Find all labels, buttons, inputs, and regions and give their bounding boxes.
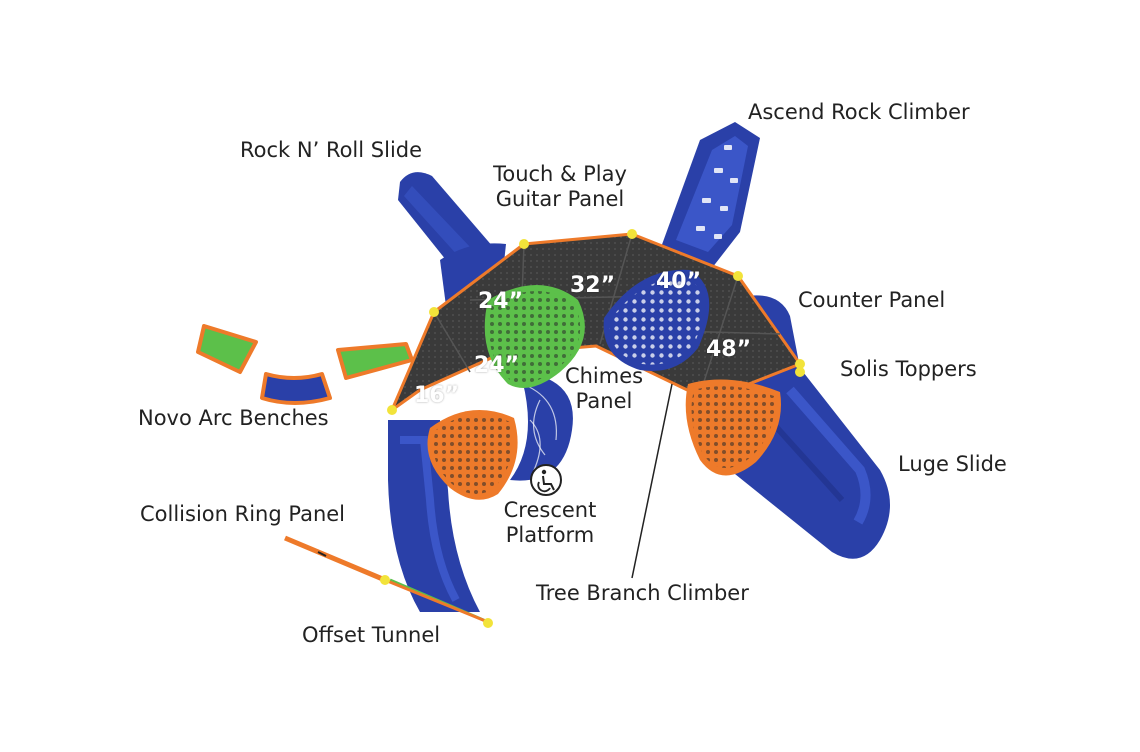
collision-ring-panel [284,535,493,628]
label-luge-slide: Luge Slide [898,452,1007,476]
label-chimes-panel-line2: Panel [575,389,633,413]
label-guitar-panel-line2: Guitar Panel [495,187,625,211]
wheelchair-accessible-icon [530,464,562,496]
orange-climber-panel-left [427,410,518,500]
blue-climber-panel [603,269,710,372]
label-rock-n-roll-slide: Rock N’ Roll Slide [240,138,423,162]
solis-topper-marker [795,367,805,377]
label-chimes-panel-line1: Chimes [564,364,644,388]
orange-climber-panel-right [685,379,781,476]
label-collision-ring-panel: Collision Ring Panel [140,502,346,526]
green-climber-panel [484,285,585,388]
deck-height-24-lower: 24” [474,353,520,378]
label-offset-tunnel: Offset Tunnel [302,623,441,647]
label-crescent-platform-line2: Platform [505,523,595,547]
label-crescent-platform-line1: Crescent [503,498,597,522]
label-counter-panel: Counter Panel [798,288,946,312]
label-tree-branch-climber: Tree Branch Climber [536,581,749,605]
label-solis-toppers: Solis Toppers [840,357,977,381]
deck-height-16: 16” [414,383,460,408]
deck-height-40: 40” [656,269,702,294]
label-crescent-platform: Crescent Platform [498,498,602,548]
label-ascend-rock-climber: Ascend Rock Climber [748,100,970,124]
novo-arc-benches [196,324,414,405]
ascend-rock-climber [660,122,760,268]
label-novo-arc-benches: Novo Arc Benches [138,406,329,430]
label-guitar-panel: Touch & Play Guitar Panel [490,162,630,212]
tree-branch-leader-line [631,383,673,579]
label-chimes-panel: Chimes Panel [560,364,648,414]
crescent-platform [510,372,573,481]
deck-height-24-upper: 24” [478,289,524,314]
deck-height-32: 32” [570,273,616,298]
deck-height-48: 48” [706,337,752,362]
label-guitar-panel-line1: Touch & Play [493,162,627,186]
